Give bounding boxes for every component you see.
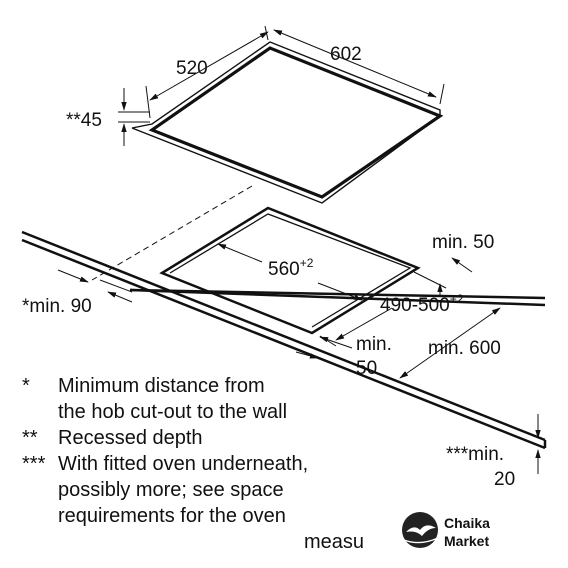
chaika-logo: Chaika Market <box>402 512 490 549</box>
note-mark-1: * <box>22 375 30 397</box>
dim-recessed <box>118 88 150 146</box>
dim-front-min <box>295 336 353 359</box>
hob-width-label: 520 <box>176 58 208 79</box>
projection-lines <box>91 185 253 281</box>
cutout-width-label: 560+2 <box>268 256 314 280</box>
front-min-label-2: 50 <box>356 358 377 379</box>
notes: * Minimum distance from the hob cut-out … <box>22 375 364 553</box>
note-1-line-2: the hob cut-out to the wall <box>58 401 287 423</box>
dim-hob-depth <box>273 29 445 105</box>
logo-line-1: Chaika <box>444 515 490 531</box>
worktop-depth-label: min. 600 <box>428 338 501 359</box>
note-3-line-1: With fitted oven underneath, <box>58 453 308 475</box>
wall-distance-label: min. 50 <box>432 232 494 253</box>
oven-label-1: ***min. <box>446 444 504 465</box>
cutout-depth-label: 490-500+2 <box>380 292 464 316</box>
min90-label: *min. 90 <box>22 296 92 317</box>
note-3-line-3: requirements for the oven <box>58 505 286 527</box>
oven-label-2: 20 <box>494 469 515 490</box>
note-mark-3: *** <box>22 453 46 475</box>
note-1-line-1: Minimum distance from <box>58 375 265 397</box>
front-min-label-1: min. <box>356 334 392 355</box>
note-3-line-4: measu <box>304 531 364 553</box>
dim-min90 <box>57 269 133 303</box>
hob-depth-label: 602 <box>330 44 362 65</box>
dim-hob-width <box>145 25 269 119</box>
recessed-label: **45 <box>66 110 102 131</box>
note-mark-2: ** <box>22 427 38 449</box>
dim-wall <box>451 257 473 273</box>
worktop <box>21 230 547 450</box>
note-3-line-2: possibly more; see space <box>58 479 284 501</box>
dim-cutout-width <box>217 243 363 301</box>
logo-line-2: Market <box>444 533 489 549</box>
dim-worktop-depth <box>399 307 501 379</box>
note-2-line-1: Recessed depth <box>58 427 203 449</box>
